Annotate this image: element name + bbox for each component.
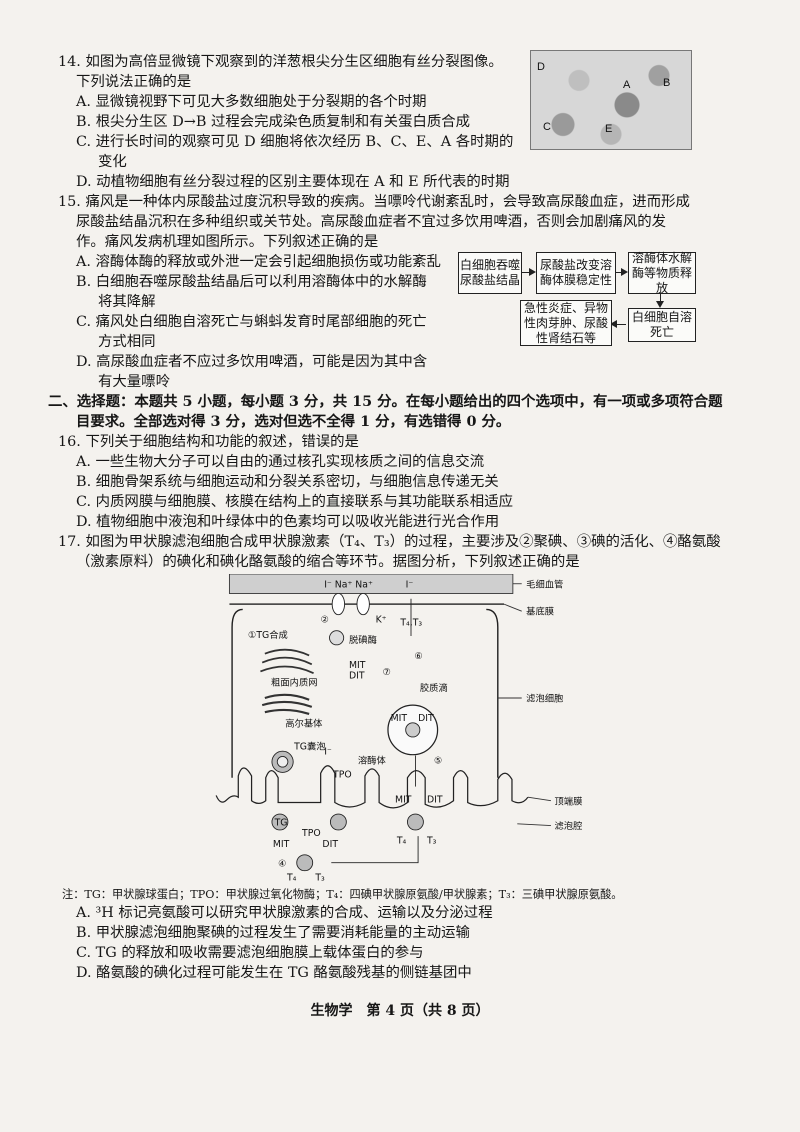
label-i-neg: I⁻ xyxy=(406,579,414,590)
q14-stem-line1: 14. 如图为高倍显微镜下观察到的洋葱根尖分生区细胞有丝分裂图像。 xyxy=(58,54,503,70)
label-basement: 基底膜 xyxy=(526,606,554,618)
label-step7: ⑦ xyxy=(383,667,391,678)
label-colloid-dit: DIT xyxy=(418,713,434,724)
q15-option-b-cont: 将其降解 xyxy=(98,294,156,310)
q16-option-d[interactable]: D. 植物细胞中液泡和叶绿体中的色素均可以吸收光能进行光合作用 xyxy=(76,514,500,530)
tg-lumen-circle-1 xyxy=(271,813,289,831)
flow-box-enzyme-release: 溶酶体水解酶等物质释放 xyxy=(628,251,696,295)
section2-heading: 二、选择题：本题共 5 小题，每小题 3 分，共 15 分。在每小题给出的四个选… xyxy=(48,393,723,410)
label-step6: ⑥ xyxy=(415,651,423,662)
q15-stem-line3: 作。痛风发病机理如图所示。下列叙述正确的是 xyxy=(76,234,379,250)
q14-option-c[interactable]: C. 进行长时间的观察可见 D 细胞将依次经历 B、C、E、A 各时期的 xyxy=(76,134,514,150)
photo-label-c: C xyxy=(543,121,551,133)
label-mit-dit-top: MIT xyxy=(349,660,366,671)
photo-label-e: E xyxy=(605,123,613,135)
tg-lumen-circle-3 xyxy=(296,854,314,872)
label-lysosome: 溶酶体 xyxy=(358,755,387,767)
q14-stem-line2: 下列说法正确的是 xyxy=(76,74,192,90)
q15-option-c-cont: 方式相同 xyxy=(98,334,156,350)
label-dit-lumen: DIT xyxy=(322,839,338,850)
q14-option-c-cont: 变化 xyxy=(98,154,127,170)
thyroid-follicle-diagram: 毛细血管 基底膜 顶端膜 滤泡腔 滤泡细胞 I⁻ Na⁺ Na⁺ I⁻ K⁺ ②… xyxy=(215,574,582,883)
label-ions: I⁻ Na⁺ Na⁺ xyxy=(324,579,373,590)
photo-label-d: D xyxy=(537,61,545,73)
section2-heading-cont: 目要求。全部选对得 3 分，选对但选不全得 1 分，有选错得 0 分。 xyxy=(76,413,511,430)
label-step2: ② xyxy=(321,615,329,626)
label-tg-vesicle: TG囊泡 xyxy=(293,740,325,752)
label-mit-right: MIT xyxy=(395,795,412,806)
label-t4-right: T₄ xyxy=(396,835,407,846)
apical-membrane xyxy=(215,765,529,809)
photo-label-a: A xyxy=(623,79,631,91)
label-capillary: 毛细血管 xyxy=(526,578,563,590)
label-tg-synth: ①TG合成 xyxy=(248,629,288,641)
q14-option-a[interactable]: A. 显微镜视野下可见大多数细胞处于分裂期的各个时期 xyxy=(76,94,427,110)
tg-lumen-circle-2 xyxy=(329,813,347,831)
label-tpo-cell: TPO xyxy=(332,770,352,781)
q17-option-a[interactable]: A. ³H 标记亮氨酸可以研究甲状腺激素的合成、运输以及分泌过程 xyxy=(76,905,493,921)
rer-shape xyxy=(260,648,314,675)
flow-arrow-3 xyxy=(656,294,664,308)
flow-arrow-4 xyxy=(610,320,626,328)
q17-option-b[interactable]: B. 甲状腺滤泡细胞聚碘的过程发生了需要消耗能量的主动运输 xyxy=(76,925,470,941)
q15-stem-line1: 15. 痛风是一种体内尿酸盐过度沉积导致的疾病。当嘌呤代谢紊乱时，会导致高尿酸血… xyxy=(58,194,690,210)
q17-option-d[interactable]: D. 酪氨酸的碘化过程可能发生在 TG 酪氨酸残基的侧链基团中 xyxy=(76,965,472,981)
flow-box-symptoms: 急性炎症、异物性肉芽肿、尿酸性肾结石等 xyxy=(520,300,612,346)
capillary-band xyxy=(228,574,514,594)
label-lumen: 滤泡腔 xyxy=(554,820,582,832)
q17-stem-line2: （激素原料）的碘化和碘化酪氨酸的缩合等环节。据图分析，下列叙述正确的是 xyxy=(76,554,580,570)
q15-option-b[interactable]: B. 白细胞吞噬尿酸盐结晶后可以利用溶酶体中的水解酶 xyxy=(76,274,427,290)
q16-option-b[interactable]: B. 细胞骨架系统与细胞运动和分裂关系密切，与细胞信息传递无关 xyxy=(76,474,499,490)
label-deiodinase: 脱碘酶 xyxy=(349,634,377,646)
label-tpo-lumen: TPO xyxy=(301,828,321,839)
q16-option-c[interactable]: C. 内质网膜与细胞膜、核膜在结构上的直接联系与其功能联系相适应 xyxy=(76,494,513,510)
micrograph-image: D A B C E xyxy=(530,50,692,150)
label-colloid-mit: MIT xyxy=(391,713,408,724)
label-mit-lumen: MIT xyxy=(273,839,290,850)
label-colloid: 胶质滴 xyxy=(420,682,448,694)
q14-option-b[interactable]: B. 根尖分生区 D→B 过程会完成染色质复制和有关蛋白质合成 xyxy=(76,114,471,130)
flow-arrow-1 xyxy=(522,268,536,276)
label-step4: ④ xyxy=(278,858,286,869)
flow-arrow-2 xyxy=(616,268,628,276)
page-footer: 生物学 第 4 页（共 8 页） xyxy=(310,1003,490,1019)
q15-option-d-cont: 有大量嘌呤 xyxy=(98,374,170,390)
label-apical: 顶端膜 xyxy=(554,795,582,807)
q16-option-a[interactable]: A. 一些生物大分子可以自由的通过核孔实现核质之间的信息交流 xyxy=(76,454,485,470)
q15-option-c[interactable]: C. 痛风处白细胞自溶死亡与蝌蚪发育时尾部细胞的死亡 xyxy=(76,314,427,330)
photo-label-b: B xyxy=(663,77,671,89)
q15-stem-line2: 尿酸盐结晶沉积在多种组织或关节处。高尿酸血症者不宜过多饮用啤酒，否则会加剧痛风的… xyxy=(76,214,667,230)
q17-stem-line1: 17. 如图为甲状腺滤泡细胞合成甲状腺激素（T₄、T₃）的过程，主要涉及②聚碘、… xyxy=(58,534,721,550)
label-follicle-cell: 滤泡细胞 xyxy=(526,693,563,705)
q17-option-c[interactable]: C. TG 的释放和吸收需要滤泡细胞膜上载体蛋白的参与 xyxy=(76,945,424,961)
label-i-neg-2: I⁻ xyxy=(324,747,332,758)
label-step5: ⑤ xyxy=(434,756,442,767)
q15-option-d[interactable]: D. 高尿酸血症者不应过多饮用啤酒，可能是因为其中含 xyxy=(76,354,428,370)
label-dit-top: DIT xyxy=(349,671,365,682)
label-t4-lumen: T₄ xyxy=(286,872,297,883)
label-dit-right: DIT xyxy=(427,795,443,806)
tg-lumen-circle-4 xyxy=(407,813,424,831)
label-tg-1: TG xyxy=(274,818,288,829)
label-t3-right: T₃ xyxy=(426,835,437,846)
q16-stem: 16. 下列关于细胞结构和功能的叙述，错误的是 xyxy=(58,434,359,450)
q14-option-d[interactable]: D. 动植物细胞有丝分裂过程的区别主要体现在 A 和 E 所代表的时期 xyxy=(76,174,510,190)
q17-note: 注：TG：甲状腺球蛋白；TPO：甲状腺过氧化物酶；T₄：四碘甲状腺原氨酸/甲状腺… xyxy=(62,888,623,901)
label-golgi: 高尔基体 xyxy=(285,717,323,729)
golgi-shape xyxy=(261,693,313,715)
flow-box-membrane: 尿酸盐改变溶酶体膜稳定性 xyxy=(536,252,616,294)
flow-box-phagocytosis: 白细胞吞噬尿酸盐结晶 xyxy=(458,252,522,294)
q15-option-a[interactable]: A. 溶酶体酶的释放或外泄一定会引起细胞损伤或功能紊乱 xyxy=(76,254,441,270)
label-k: K⁺ xyxy=(376,615,387,626)
cell-outline xyxy=(231,608,499,778)
flow-box-autolysis: 白细胞自溶死亡 xyxy=(628,308,696,342)
label-rer: 粗面内质网 xyxy=(271,677,318,689)
iodine-circle xyxy=(329,630,345,646)
label-t3-lumen: T₃ xyxy=(314,872,325,883)
